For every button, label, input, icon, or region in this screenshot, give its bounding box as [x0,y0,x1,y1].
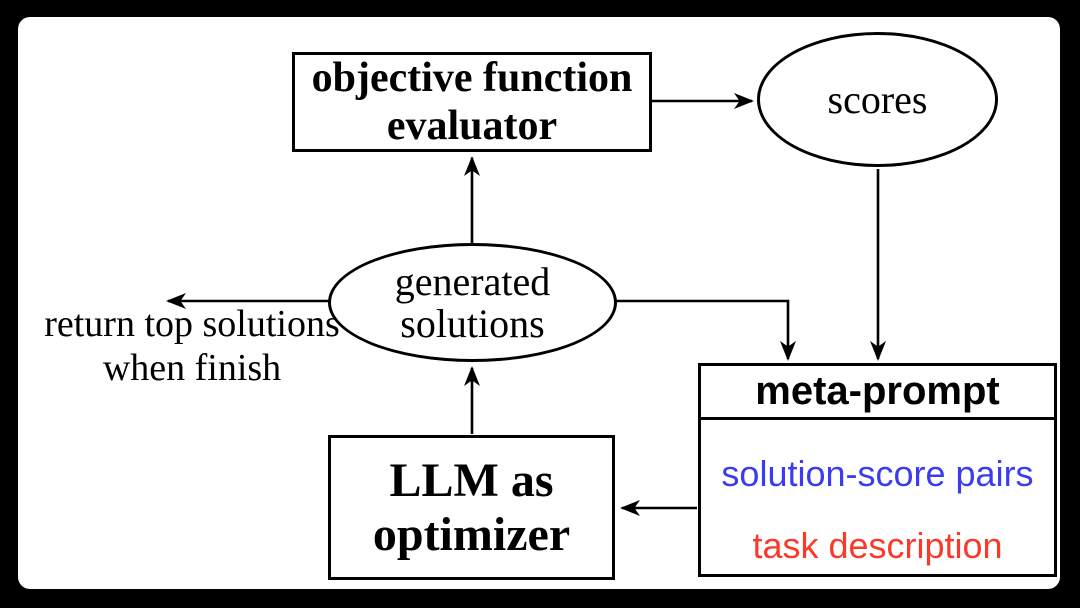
meta-prompt-title: meta-prompt [701,366,1054,420]
node-objective-function-evaluator: objective function evaluator [292,52,652,152]
node-llm-as-optimizer: LLM as optimizer [328,435,615,580]
generated-solutions-label: generated solutions [394,258,551,346]
meta-prompt-item-solution-score-pairs: solution-score pairs [721,453,1034,494]
meta-prompt-item-task-description: task description [752,525,1003,566]
meta-prompt-body: solution-score pairs task description [701,454,1054,566]
node-meta-prompt: meta-prompt solution-score pairs task de… [698,363,1057,577]
node-scores: scores [757,32,998,167]
node-generated-solutions: generated solutions [328,243,617,362]
llm-as-optimizer-label: LLM as optimizer [372,453,571,561]
scores-label: scores [827,77,928,122]
return-top-solutions-note: return top solutions when finish [44,303,340,389]
objective-function-evaluator-label: objective function evaluator [311,54,633,149]
